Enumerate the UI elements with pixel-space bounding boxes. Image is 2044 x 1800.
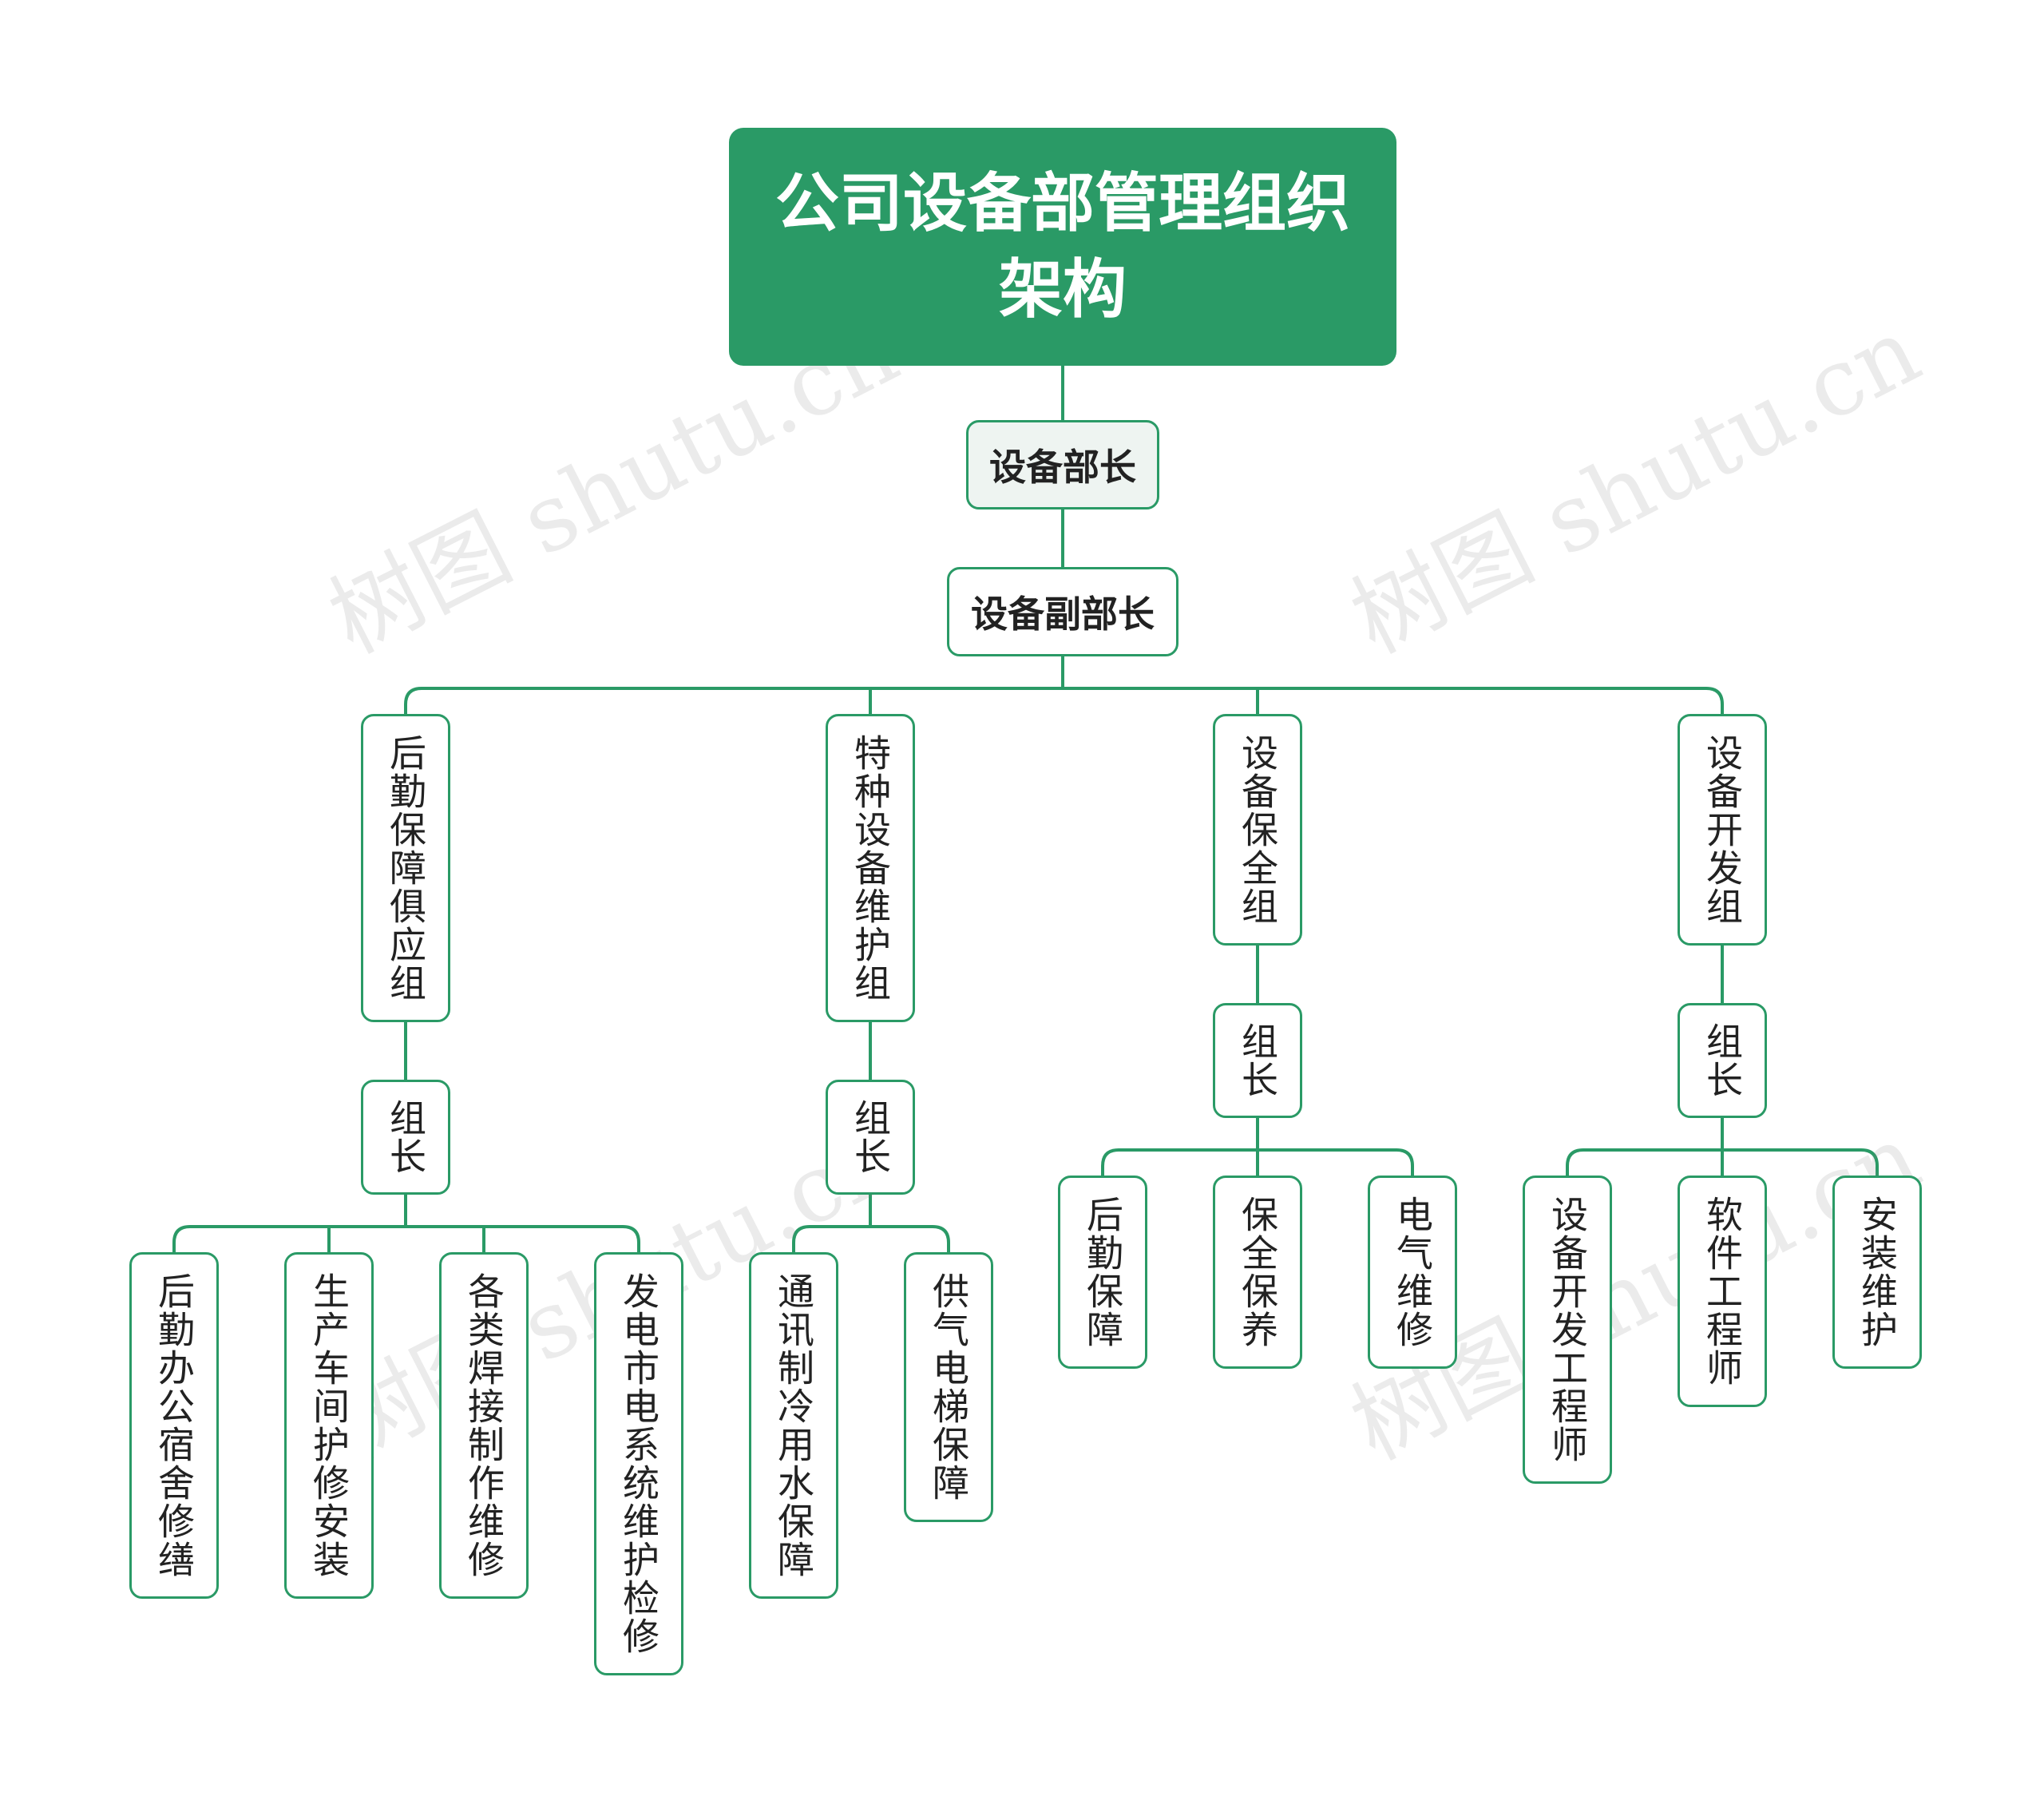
connector-line: [1101, 1148, 1119, 1167]
root-node[interactable]: 公司设备部管理组织架构: [729, 128, 1396, 366]
connector-line: [1396, 1148, 1414, 1167]
group-leader-label: 组长: [1701, 1022, 1744, 1099]
member-label: 后勤保障: [1081, 1195, 1124, 1349]
department-head-label: 设备部长: [989, 446, 1136, 489]
group-leader-node[interactable]: 组长: [361, 1080, 450, 1195]
group-leader-label: 组长: [1236, 1022, 1279, 1099]
member-label: 电气维修: [1391, 1195, 1434, 1349]
member-node[interactable]: 后勤办公宿舍修缮: [129, 1252, 219, 1599]
connector-line: [1566, 1148, 1584, 1167]
member-label: 生产车间护修安装: [307, 1272, 351, 1579]
member-label: 设备开发工程师: [1546, 1195, 1589, 1464]
connector-line: [932, 1225, 950, 1243]
group-node[interactable]: 设备开发组: [1678, 714, 1767, 946]
member-label: 保全保养: [1236, 1195, 1279, 1349]
member-node[interactable]: 后勤保障: [1058, 1176, 1147, 1369]
group-leader-label: 组长: [384, 1099, 427, 1176]
member-node[interactable]: 软件工程师: [1678, 1176, 1767, 1407]
member-label: 安装维护: [1856, 1195, 1899, 1349]
root-title: 公司设备部管理组织架构: [775, 166, 1350, 327]
connector-line: [172, 1225, 191, 1243]
member-node[interactable]: 发电市电系统维护检修: [594, 1252, 683, 1675]
group-leader-label: 组长: [849, 1099, 892, 1176]
member-label: 后勤办公宿舍修缮: [153, 1272, 196, 1579]
connector-line: [1705, 687, 1724, 705]
group-label: 设备保全组: [1236, 734, 1279, 926]
deputy-head-node[interactable]: 设备副部长: [947, 567, 1178, 656]
member-node[interactable]: 设备开发工程师: [1523, 1176, 1612, 1484]
connector-line: [404, 687, 422, 705]
member-node[interactable]: 供气电梯保障: [904, 1252, 993, 1522]
group-leader-node[interactable]: 组长: [1678, 1003, 1767, 1118]
group-leader-node[interactable]: 组长: [826, 1080, 915, 1195]
department-head-node[interactable]: 设备部长: [966, 420, 1159, 509]
connector-line: [1860, 1148, 1879, 1167]
member-node[interactable]: 通讯制冷用水保障: [749, 1252, 838, 1599]
member-label: 各类焊接制作维修: [462, 1272, 505, 1579]
member-node[interactable]: 安装维护: [1832, 1176, 1922, 1369]
group-node[interactable]: 后勤保障俱应组: [361, 714, 450, 1022]
member-node[interactable]: 保全保养: [1213, 1176, 1302, 1369]
deputy-head-label: 设备副部长: [971, 593, 1155, 636]
member-label: 供气电梯保障: [927, 1272, 970, 1502]
group-label: 设备开发组: [1701, 734, 1744, 926]
member-node[interactable]: 生产车间护修安装: [284, 1252, 374, 1599]
group-node[interactable]: 设备保全组: [1213, 714, 1302, 946]
member-label: 软件工程师: [1701, 1195, 1744, 1387]
member-node[interactable]: 电气维修: [1368, 1176, 1457, 1369]
group-label: 特种设备维护组: [849, 734, 892, 1002]
member-label: 发电市电系统维护检修: [617, 1272, 660, 1655]
group-node[interactable]: 特种设备维护组: [826, 714, 915, 1022]
group-leader-node[interactable]: 组长: [1213, 1003, 1302, 1118]
member-node[interactable]: 各类焊接制作维修: [439, 1252, 529, 1599]
member-label: 通讯制冷用水保障: [772, 1272, 815, 1579]
group-label: 后勤保障俱应组: [384, 734, 427, 1002]
connector-line: [622, 1225, 640, 1243]
connector-line: [792, 1225, 810, 1243]
